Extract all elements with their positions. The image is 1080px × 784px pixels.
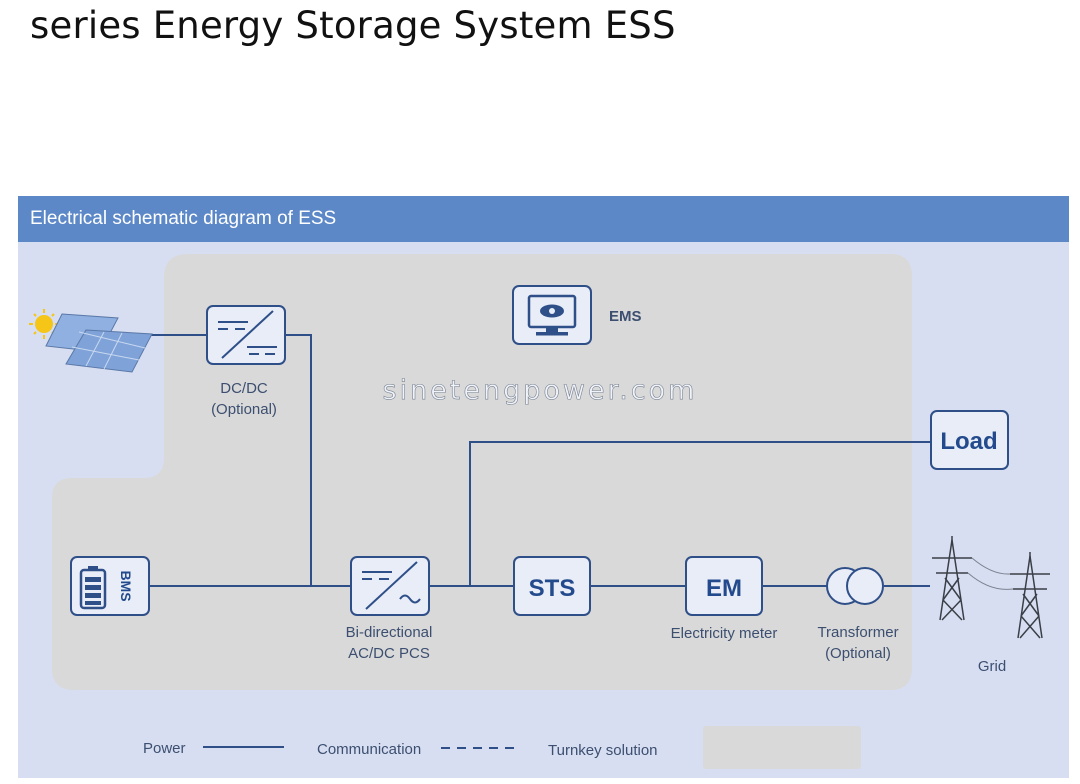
transformer-icon (826, 567, 884, 605)
legend-turnkey-label: Turnkey solution (548, 742, 658, 759)
em-box (685, 556, 763, 616)
power-lines (150, 334, 931, 587)
load-line (469, 441, 931, 586)
dcdc-optional-label: (Optional) (211, 401, 277, 418)
watermark: sinetengpower.com (383, 375, 698, 406)
em-caption: Electricity meter (671, 625, 778, 642)
grid-label: Grid (978, 658, 1006, 675)
legend-turnkey-swatch (703, 726, 861, 769)
transmission-tower-icon (932, 536, 1050, 639)
legend-power-label: Power (143, 740, 186, 757)
legend-communication-label: Communication (317, 741, 421, 758)
solar-panel-icon (29, 309, 153, 373)
turnkey-region (52, 254, 912, 690)
dcdc-converter-icon (206, 305, 286, 365)
pcs-label: Bi-directional (346, 624, 433, 641)
battery-icon (70, 556, 150, 616)
bms-label: BMS (118, 570, 134, 601)
load-box (930, 410, 1009, 470)
load-label: Load (940, 428, 997, 455)
dcdc-label: DC/DC (220, 380, 268, 397)
sts-box (513, 556, 591, 616)
pcs-label-2: AC/DC PCS (348, 645, 430, 662)
transformer-label: Transformer (817, 624, 898, 641)
ems-monitor-icon (512, 285, 592, 345)
dcdc-to-bus-line (285, 334, 312, 586)
pcs-inverter-icon (350, 556, 430, 616)
em-label: EM (706, 575, 742, 602)
page-title: series Energy Storage System ESS (30, 4, 676, 47)
ems-label: EMS (609, 308, 642, 325)
panel-header: Electrical schematic diagram of ESS (18, 196, 1069, 242)
transformer-optional-label: (Optional) (825, 645, 891, 662)
sts-label: STS (529, 575, 576, 602)
